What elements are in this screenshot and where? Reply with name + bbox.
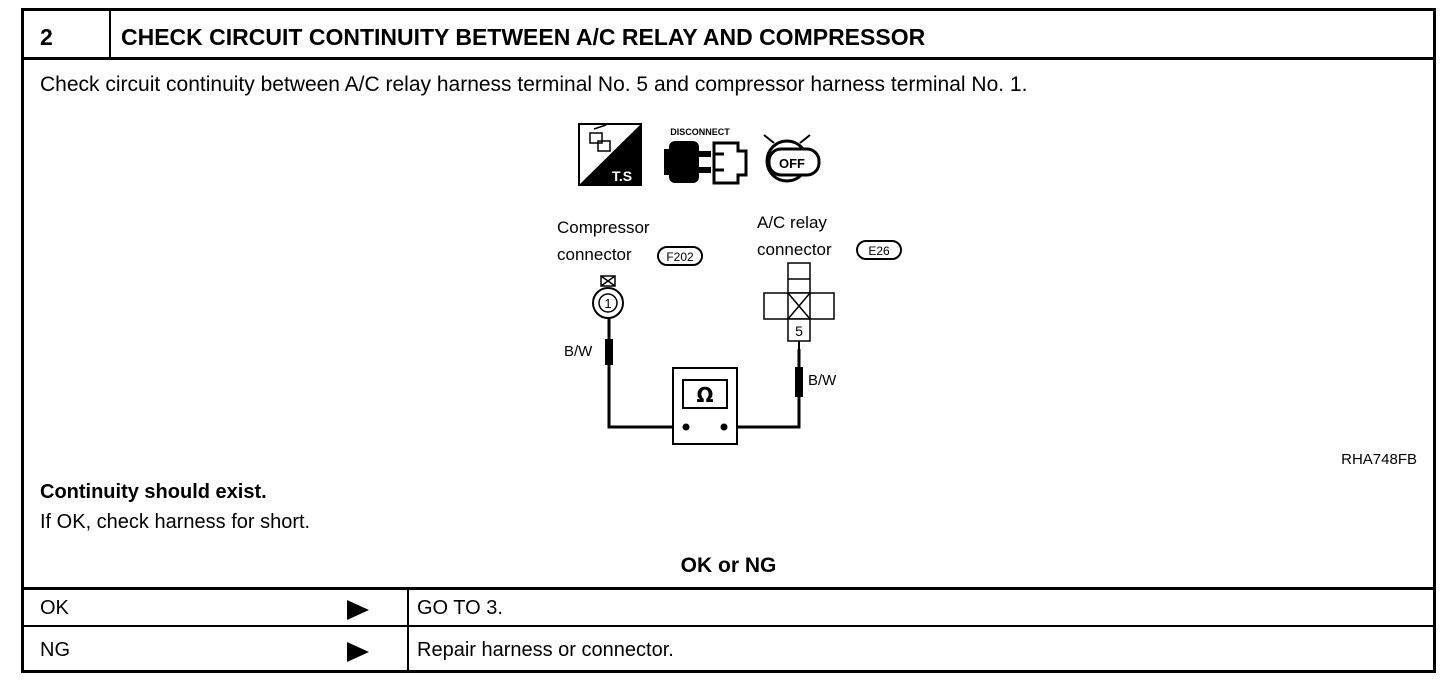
header-divider bbox=[109, 11, 111, 58]
expected-result: Continuity should exist. bbox=[40, 481, 267, 503]
table-top-rule bbox=[24, 587, 1433, 590]
table-mid-rule bbox=[24, 625, 1433, 627]
disconnect-icon: DISCONNECT bbox=[664, 127, 748, 185]
relay-terminal: 5 bbox=[795, 323, 803, 339]
step-number: 2 bbox=[40, 24, 53, 50]
compressor-connector: 1 bbox=[592, 275, 624, 319]
ts-tester-icon: T.S bbox=[578, 123, 642, 186]
row-action-ok: GO TO 3. bbox=[417, 597, 503, 619]
relay-label-line2: connector bbox=[757, 240, 832, 259]
ohmmeter: Ω bbox=[672, 367, 738, 445]
compressor-code-badge bbox=[657, 246, 703, 266]
off-label: OFF bbox=[779, 156, 805, 171]
compressor-terminal: 1 bbox=[604, 296, 611, 311]
ignition-off-icon: OFF bbox=[763, 134, 821, 183]
relay-connector: 5 bbox=[763, 262, 835, 349]
compressor-label-line2: connector bbox=[557, 245, 632, 264]
relay-connector-code: E26 bbox=[868, 244, 890, 258]
ohm-symbol: Ω bbox=[696, 383, 713, 407]
row-label-ok: OK bbox=[40, 597, 69, 619]
row-action-ng: Repair harness or connector. bbox=[417, 639, 674, 661]
compressor-wire-color: B/W bbox=[564, 343, 593, 360]
ts-label: T.S bbox=[612, 168, 632, 184]
result-note: If OK, check harness for short. bbox=[40, 511, 311, 533]
arrow-right-icon bbox=[347, 642, 369, 662]
figure-reference: RHA748FB bbox=[1341, 451, 1417, 468]
instruction-text: Check circuit continuity between A/C rel… bbox=[40, 73, 1028, 96]
step-title: CHECK CIRCUIT CONTINUITY BETWEEN A/C REL… bbox=[121, 24, 926, 50]
table-divider bbox=[407, 587, 409, 673]
row-label-ng: NG bbox=[40, 639, 70, 661]
relay-wire-sleeve bbox=[795, 367, 803, 397]
relay-code-badge bbox=[856, 240, 902, 260]
compressor-label-line1: Compressor bbox=[557, 218, 650, 237]
disconnect-label: DISCONNECT bbox=[670, 127, 730, 137]
header-rule bbox=[24, 57, 1433, 60]
circuit-diagram: T.S DISCONNECT OFF Compressor connector … bbox=[557, 123, 902, 445]
arrow-right-icon bbox=[347, 600, 369, 620]
decision-heading: OK or NG bbox=[680, 554, 777, 577]
compressor-connector-code: F202 bbox=[666, 250, 694, 264]
relay-wire-color: B/W bbox=[808, 372, 837, 389]
compressor-wire-sleeve bbox=[605, 339, 613, 365]
relay-label-line1: A/C relay bbox=[757, 213, 827, 232]
step-box: 2 CHECK CIRCUIT CONTINUITY BETWEEN A/C R… bbox=[21, 8, 1436, 673]
